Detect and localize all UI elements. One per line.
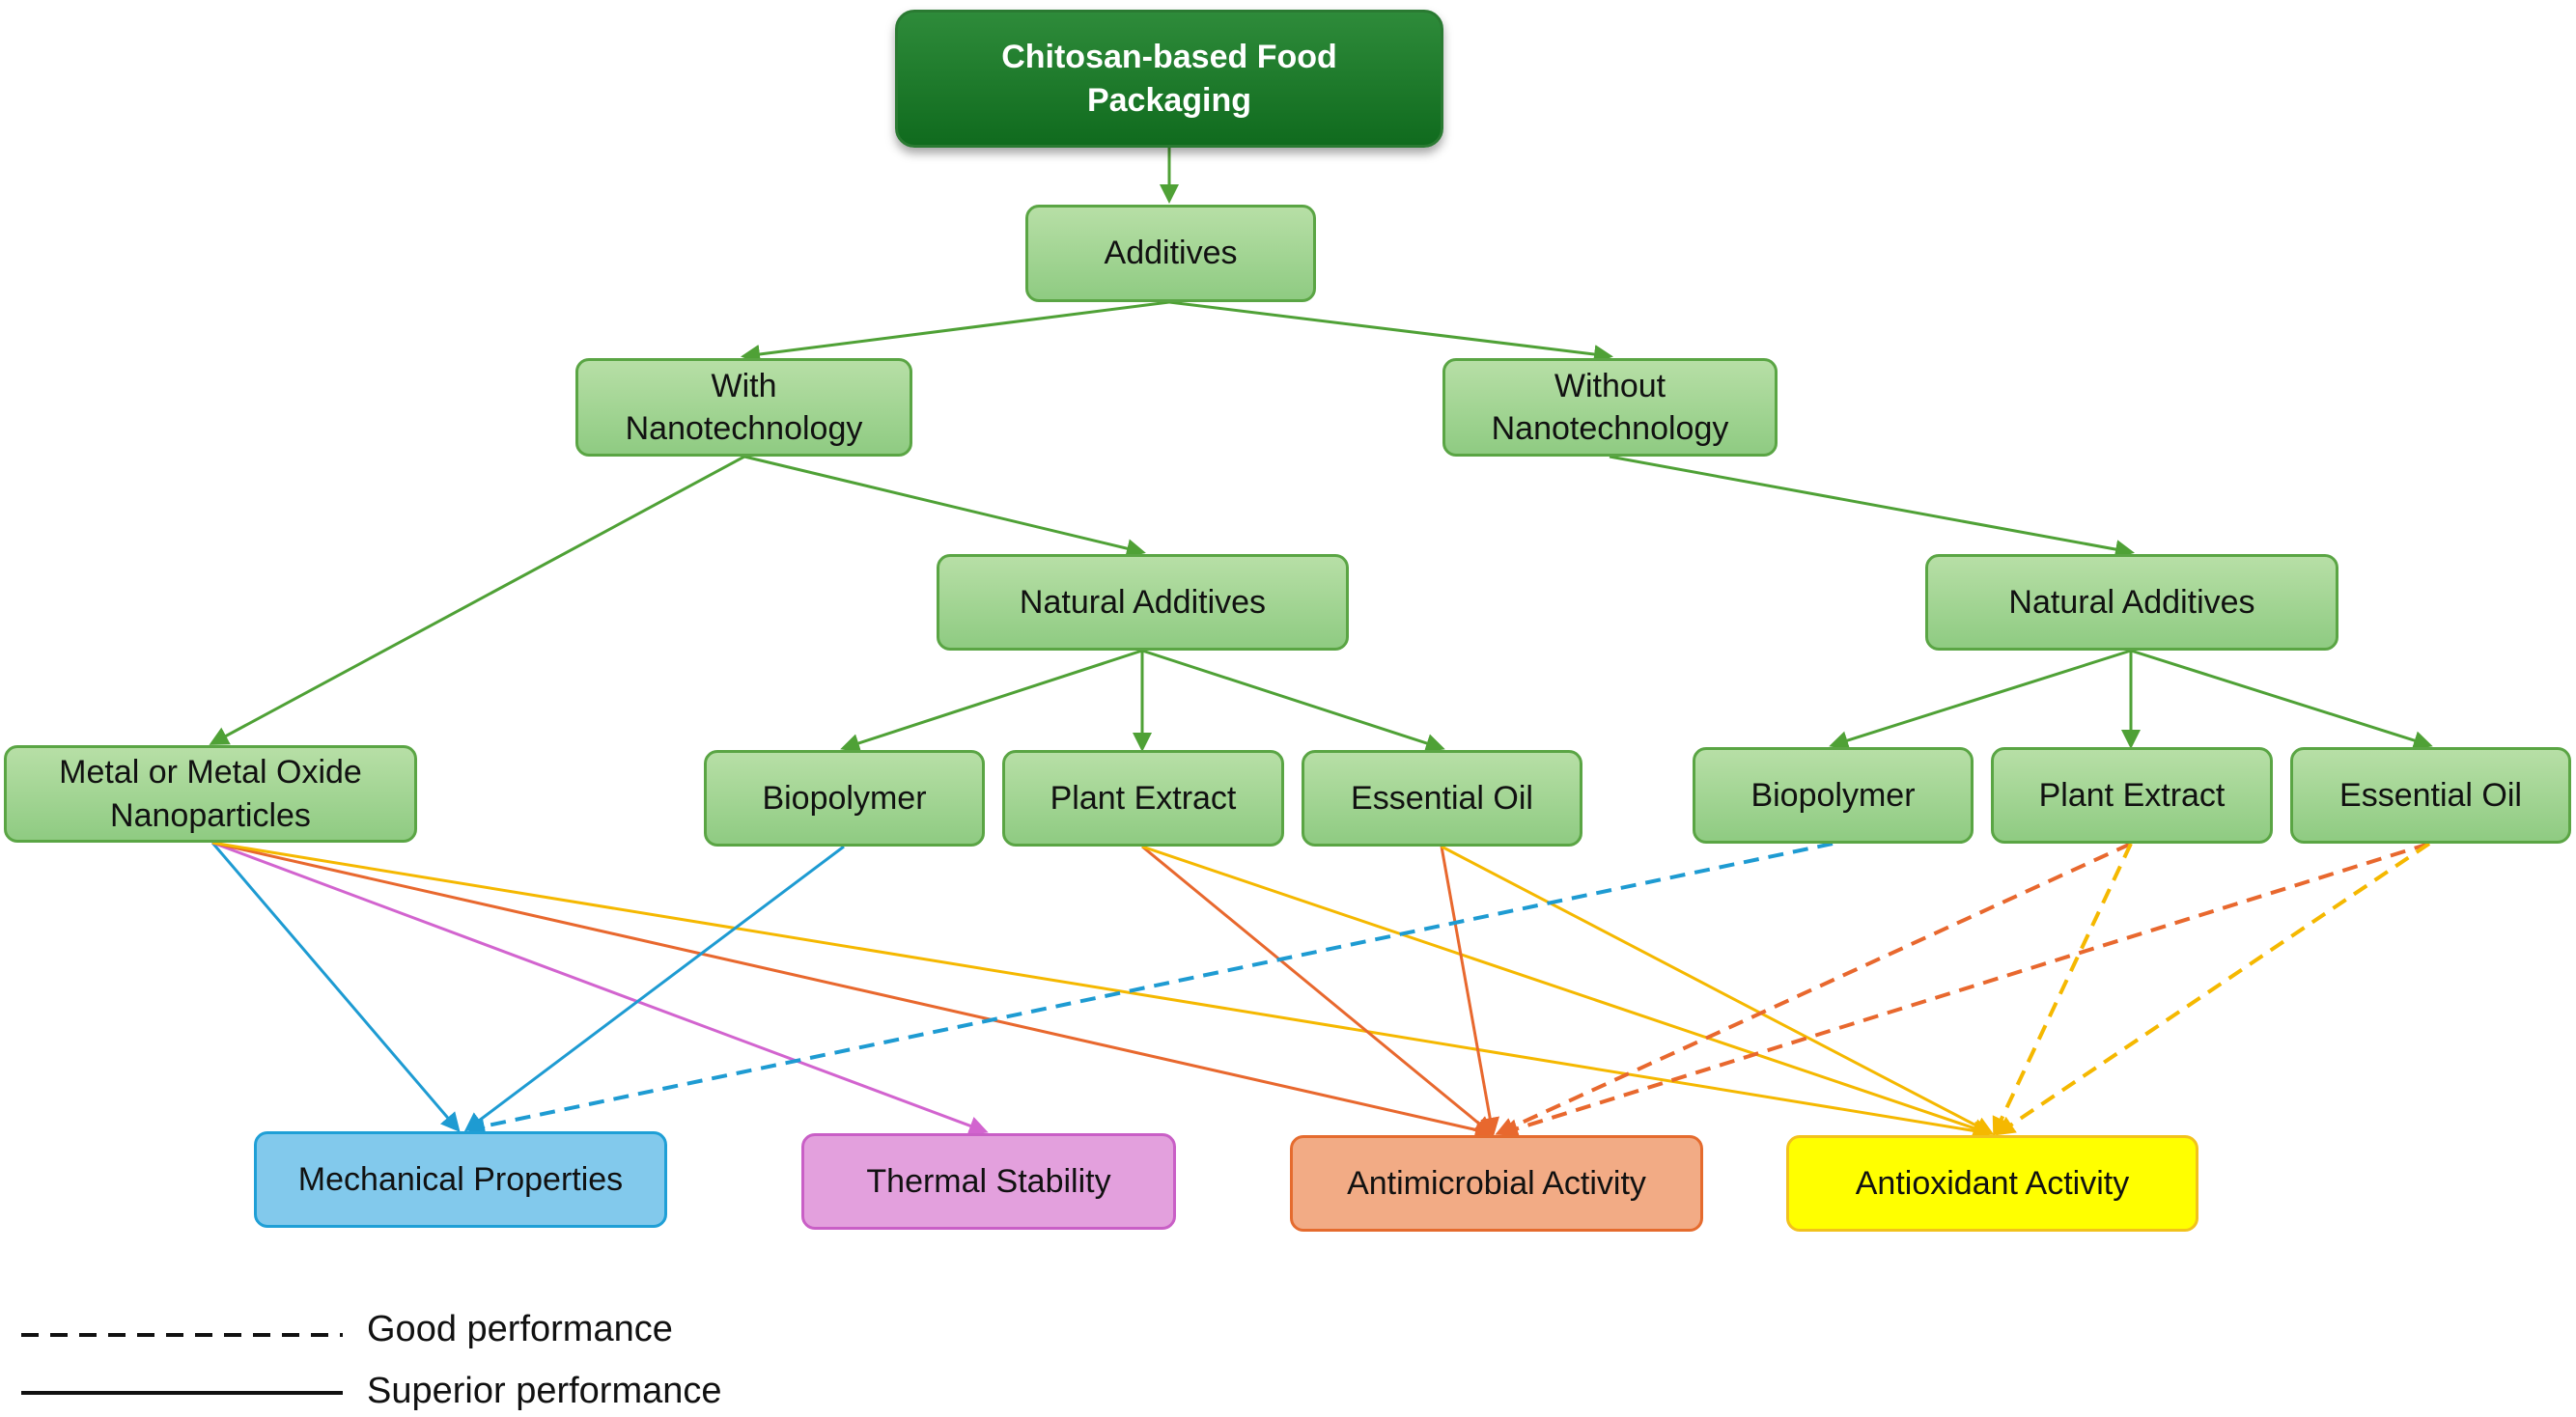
edge-plant-antioxidant [1141, 845, 1993, 1138]
edge-plant-r-antioxidant [1992, 843, 2133, 1137]
essential-oil-left-node: Essential Oil [1302, 750, 1582, 847]
biopolymer-left-node: Biopolymer [704, 750, 985, 847]
metal-nanoparticles-node: Metal or Metal Oxide Nanoparticles [4, 745, 417, 843]
edge-natr-oil [2130, 649, 2433, 750]
essential-oil-right-node: Essential Oil [2290, 747, 2571, 844]
essential-oil-right-label: Essential Oil [2339, 776, 2522, 814]
legend-superior-performance: Superior performance [367, 1371, 722, 1411]
hierarchy-connectors [209, 148, 2433, 753]
edge-with-metal [209, 455, 745, 745]
additives-label: Additives [1104, 235, 1238, 272]
edge-additives-with [741, 300, 1170, 364]
superior-performance-connectors [210, 841, 1995, 1141]
good-performance-connectors [465, 842, 2431, 1138]
edge-without-natural [1609, 455, 2135, 559]
edge-plant-antimicrobial [1141, 845, 1495, 1136]
mechanical-properties-label: Mechanical Properties [297, 1160, 624, 1198]
natural-additives-left-node: Natural Additives [937, 554, 1349, 651]
edge-additives-without [1168, 300, 1613, 364]
natural-additives-right-label: Natural Additives [2008, 583, 2255, 621]
mechanical-properties-node: Mechanical Properties [254, 1131, 667, 1228]
thermal-stability-label: Thermal Stability [866, 1162, 1111, 1200]
root-label: Chitosan-based Food Packaging [1001, 39, 1337, 119]
plant-extract-left-node: Plant Extract [1002, 750, 1284, 847]
root-node: Chitosan-based Food Packaging [895, 10, 1443, 148]
edge-natl-oil [1141, 649, 1445, 753]
without-nanotechnology-node: Without Nanotechnology [1442, 358, 1778, 457]
edge-metal-antioxidant [211, 841, 1993, 1141]
edge-with-natural [743, 455, 1146, 558]
antimicrobial-activity-node: Antimicrobial Activity [1290, 1135, 1703, 1232]
antioxidant-activity-node: Antioxidant Activity [1786, 1135, 2198, 1232]
antimicrobial-activity-label: Antimicrobial Activity [1347, 1164, 1646, 1202]
plant-extract-right-node: Plant Extract [1991, 747, 2273, 844]
biopolymer-left-label: Biopolymer [762, 779, 927, 817]
edge-metal-mechanical [210, 842, 461, 1133]
edge-oil-r-antimicrobial [1498, 842, 2430, 1138]
with-nanotechnology-node: With Nanotechnology [575, 358, 912, 457]
essential-oil-left-label: Essential Oil [1351, 779, 1533, 817]
edge-oil-antimicrobial [1440, 846, 1500, 1137]
biopolymer-right-node: Biopolymer [1693, 747, 1974, 844]
legend-good-performance: Good performance [367, 1309, 673, 1349]
without-nanotechnology-label: Without Nanotechnology [1491, 367, 1729, 447]
edge-natl-bio [840, 649, 1143, 753]
additives-node: Additives [1025, 205, 1316, 302]
metal-nanoparticles-label: Metal or Metal Oxide Nanoparticles [59, 754, 362, 834]
edge-biopolymer-r-mechanical [465, 842, 1834, 1136]
with-nanotechnology-label: With Nanotechnology [625, 367, 863, 447]
edge-oil-antioxidant [1441, 845, 1995, 1135]
thermal-stability-node: Thermal Stability [801, 1133, 1176, 1230]
plant-extract-left-label: Plant Extract [1050, 779, 1237, 817]
edge-natr-bio [1829, 649, 2132, 750]
edge-oil-r-antioxidant [1995, 842, 2431, 1136]
plant-extract-right-label: Plant Extract [2038, 776, 2226, 814]
edge-biopolymer-mechanical [463, 845, 845, 1132]
biopolymer-right-label: Biopolymer [1750, 776, 1916, 814]
edge-plant-r-antimicrobial [1495, 842, 2132, 1136]
natural-additives-left-label: Natural Additives [1019, 583, 1267, 621]
edge-metal-antimicrobial [211, 841, 1495, 1140]
antioxidant-activity-label: Antioxidant Activity [1855, 1164, 2130, 1202]
natural-additives-right-node: Natural Additives [1925, 554, 2338, 651]
edge-metal-thermal [211, 841, 989, 1135]
